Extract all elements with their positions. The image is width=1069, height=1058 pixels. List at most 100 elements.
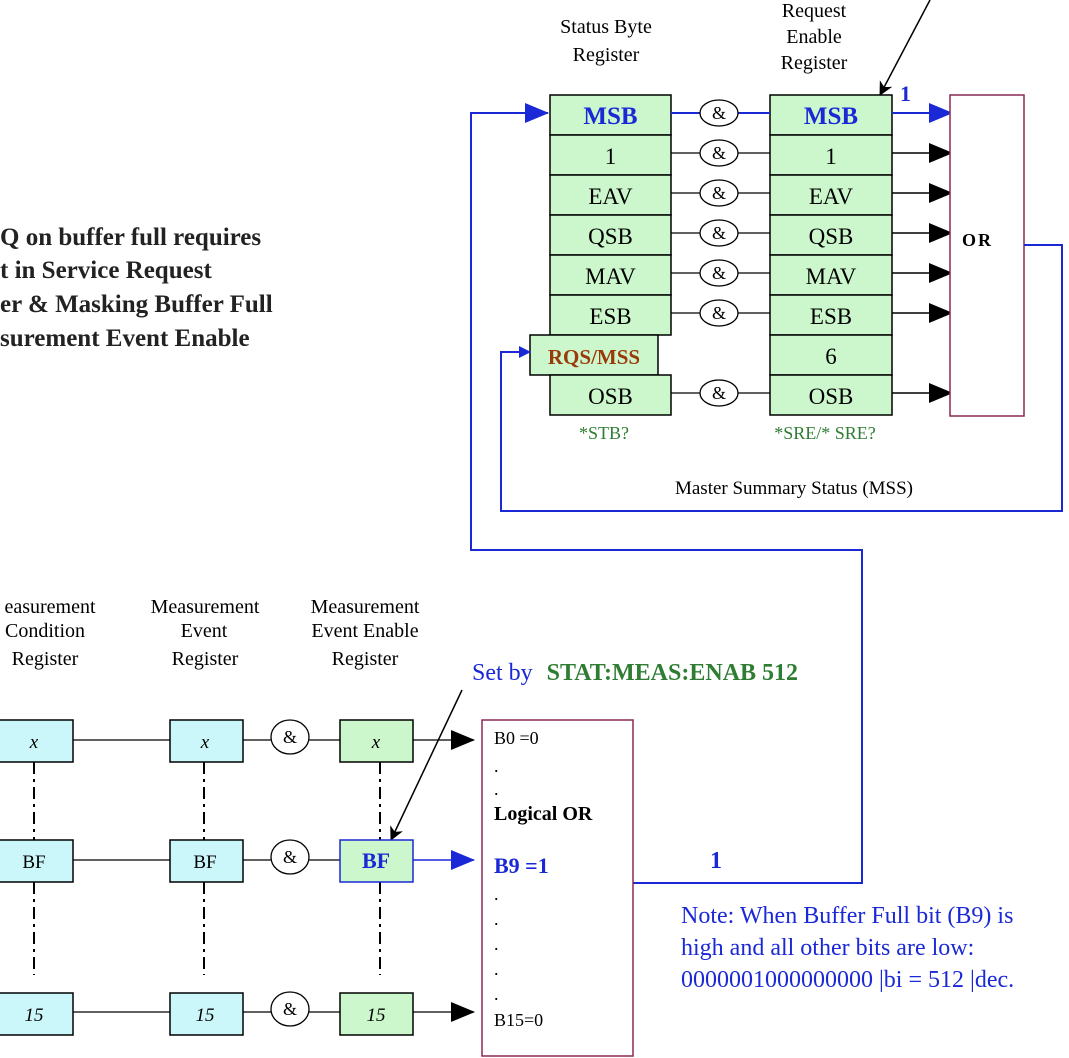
measurement-register-cell — [0, 839, 74, 883]
request-enable-cell — [769, 254, 893, 296]
request-enable-title-3: Register — [781, 52, 848, 74]
status-byte-bit-label: 1 — [605, 144, 617, 169]
and-gate-symbol — [270, 839, 310, 875]
status-byte-bit-label: ESB — [589, 304, 631, 329]
or-input-arrows — [892, 103, 953, 403]
intro-line-4: surement Event Enable — [0, 325, 250, 352]
note-line-3: 0000001000000000 |bi = 512 |dec. — [681, 967, 1014, 993]
and-gate-symbol — [699, 139, 739, 167]
meas-event-title-3: Register — [172, 648, 239, 670]
request-enable-cell — [769, 174, 893, 216]
measurement-register-bit-label: 15 — [25, 1005, 44, 1026]
measurement-register-bit-label: 15 — [196, 1005, 215, 1026]
status-byte-cell — [549, 294, 672, 336]
request-enable-pointer — [879, 0, 931, 96]
and-gate-symbol — [699, 179, 739, 207]
meas-cond-title-2: Condition — [5, 620, 85, 642]
status-byte-bit-label: RQS/MSS — [548, 345, 640, 369]
logical-or-dot: . — [494, 909, 499, 929]
status-byte-title-1: Status Byte — [560, 16, 652, 38]
status-byte-bit-label: EAV — [588, 184, 633, 209]
and-gate-label: & — [712, 183, 726, 203]
and-gate-label: & — [712, 383, 726, 403]
measurement-register-bit-label: 15 — [367, 1005, 386, 1026]
set-by-command: STAT:MEAS:ENAB 512 — [547, 660, 798, 686]
meas-enable-title-2: Event Enable — [311, 620, 418, 642]
request-enable-title-1: Request — [782, 0, 847, 22]
sre-query: *SRE/* SRE? — [774, 423, 876, 443]
meas-cond-title-1: easurement — [4, 596, 96, 618]
top-one-label: 1 — [900, 81, 911, 106]
set-by-label: Set by STAT:MEAS:ENAB 512 — [472, 660, 798, 686]
measurement-register-cell — [339, 839, 414, 883]
request-enable-cell — [769, 214, 893, 256]
intro-text: Q on buffer full requires t in Service R… — [0, 224, 273, 352]
measurement-register-bit-label: BF — [193, 852, 216, 873]
and-gate-symbol — [270, 719, 310, 755]
intro-line-3: er & Masking Buffer Full — [0, 291, 273, 318]
request-enable-bit-label: OSB — [809, 384, 854, 409]
and-gate-label: & — [283, 999, 297, 1019]
request-enable-title-2: Enable — [786, 26, 842, 48]
status-byte-bit-label: MAV — [585, 264, 636, 289]
logical-or-box — [481, 719, 634, 1057]
logical-or-dot: . — [494, 984, 499, 1004]
request-enable-bit-label: QSB — [809, 224, 854, 249]
measurement-register-bit-label: x — [371, 732, 381, 753]
and-gate-label: & — [712, 303, 726, 323]
mss-label: Master Summary Status (MSS) — [675, 478, 913, 499]
meas-cond-title-3: Register — [12, 648, 79, 670]
logical-or-dot: . — [494, 959, 499, 979]
measurement-register-bit-label: x — [200, 732, 210, 753]
note-line-1: Note: When Buffer Full bit (B9) is — [681, 903, 1013, 929]
logical-or-b15: B15=0 — [494, 1010, 543, 1030]
measurement-register-cell — [0, 992, 74, 1036]
request-enable-cell — [769, 134, 893, 176]
note-line-2: high and all other bits are low: — [681, 935, 974, 961]
logical-or-dot: . — [494, 884, 499, 904]
request-enable-cell — [769, 294, 893, 336]
and-gate-symbol — [699, 259, 739, 287]
measurement-register-cell — [169, 992, 244, 1036]
and-gate-symbol — [699, 379, 739, 407]
logical-or-dot: . — [494, 779, 499, 799]
meas-enable-title-3: Register — [332, 648, 399, 670]
and-gate-label: & — [712, 263, 726, 283]
set-by-prefix: Set by — [472, 660, 533, 686]
request-enable-cell — [769, 334, 893, 376]
status-byte-bit-label: OSB — [588, 384, 633, 409]
request-enable-bit-label: 6 — [825, 344, 837, 369]
or-gate-box — [949, 94, 1025, 417]
status-byte-cell — [549, 254, 672, 296]
measurement-register-bit-label: x — [29, 732, 39, 753]
measurement-register-bit-label: BF — [22, 852, 45, 873]
measurement-register-bit-label: BF — [362, 848, 390, 873]
intro-line-1: Q on buffer full requires — [0, 224, 261, 251]
logical-or-dot: . — [494, 756, 499, 776]
stb-query: *STB? — [579, 423, 629, 443]
meas-event-title-1: Measurement — [151, 596, 260, 618]
status-byte-title-2: Register — [573, 44, 640, 66]
request-enable-cell — [769, 94, 893, 136]
measurement-register-cell — [339, 719, 414, 763]
logical-or-b9: B9 =1 — [494, 853, 549, 878]
status-byte-cell — [549, 374, 672, 416]
measurement-register-cell — [0, 719, 74, 763]
set-by-pointer — [390, 689, 463, 841]
and-gate-symbol — [699, 219, 739, 247]
or-gate-label: OR — [962, 230, 993, 250]
status-byte-bit-label: MSB — [583, 103, 637, 130]
mss-feedback-line — [500, 244, 1063, 512]
bottom-one-label: 1 — [710, 848, 722, 874]
request-enable-bit-label: MAV — [806, 264, 857, 289]
and-gate-label: & — [712, 223, 726, 243]
intro-line-2: t in Service Request — [0, 257, 212, 284]
meas-enable-title-1: Measurement — [311, 596, 420, 618]
request-enable-cell — [769, 374, 893, 416]
and-gate-label: & — [712, 103, 726, 123]
